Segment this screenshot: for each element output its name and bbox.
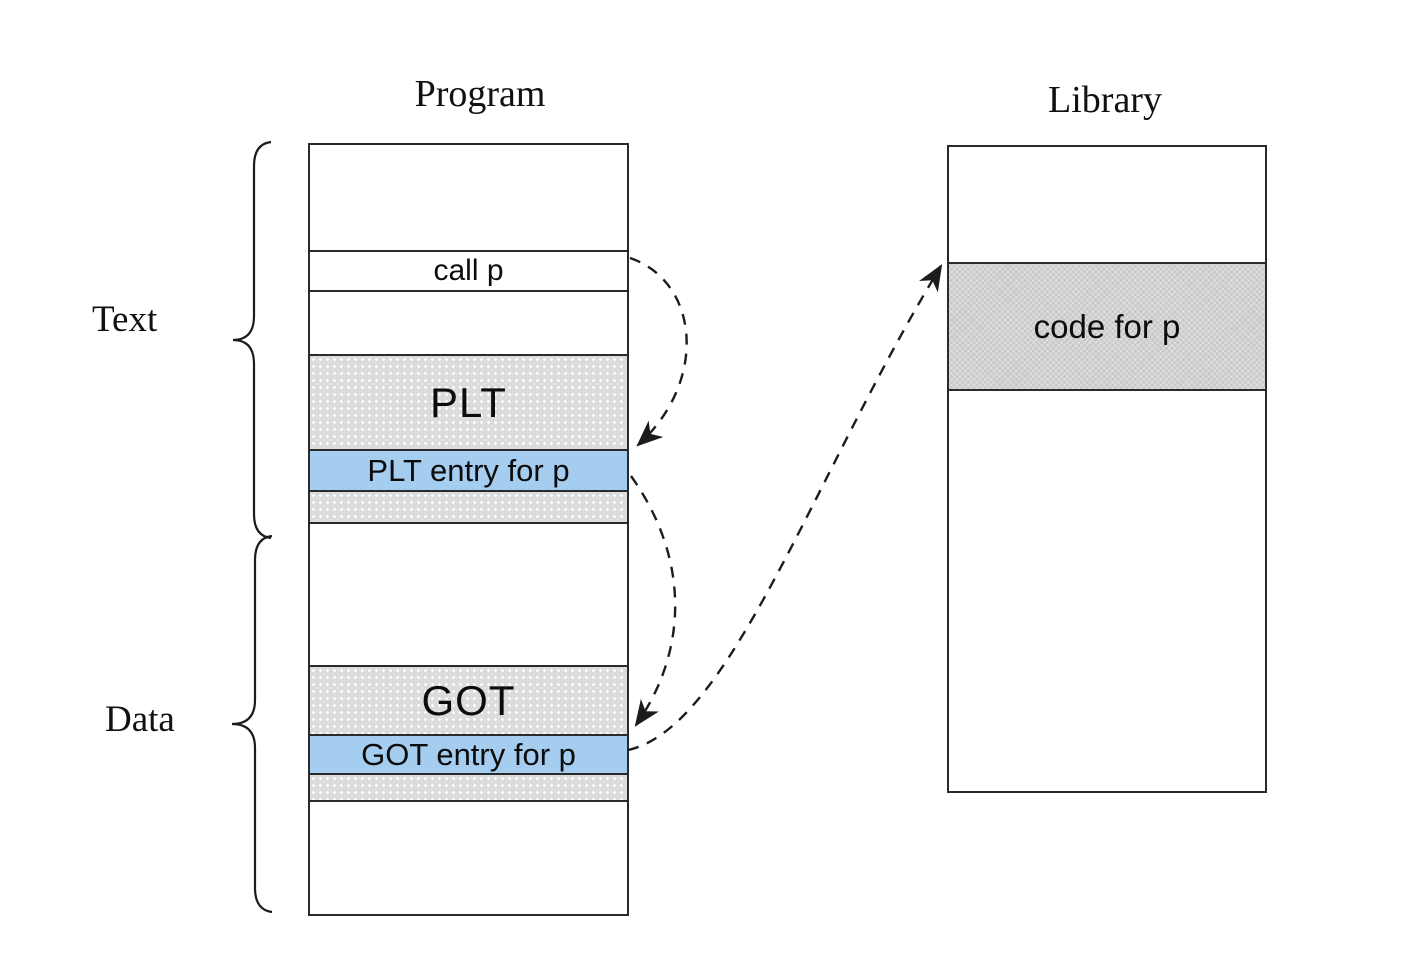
data-section-label: Data	[105, 699, 175, 740]
program-title: Program	[414, 73, 546, 115]
plt-lower-band	[310, 492, 627, 524]
got-lower-band	[310, 775, 627, 802]
arrow-plt-entry-to-got-entry	[630, 475, 677, 727]
data-brace-icon	[231, 534, 273, 914]
code-for-p-block: code for p	[949, 262, 1265, 391]
text-section-label: Text	[92, 299, 158, 340]
text-brace-icon	[232, 140, 272, 540]
program-box: call p PLT PLT entry for p GOT GOT entry…	[308, 143, 629, 916]
got-entry-row: GOT entry for p	[310, 734, 627, 775]
got-block: GOT	[310, 665, 627, 734]
library-title: Library	[1048, 79, 1162, 121]
library-box: code for p	[947, 145, 1267, 793]
call-p-row: call p	[310, 250, 627, 292]
arrow-call-to-plt-entry	[629, 256, 688, 447]
plt-entry-row: PLT entry for p	[310, 449, 627, 492]
plt-block: PLT	[310, 354, 627, 449]
arrow-got-entry-to-code	[627, 264, 943, 752]
